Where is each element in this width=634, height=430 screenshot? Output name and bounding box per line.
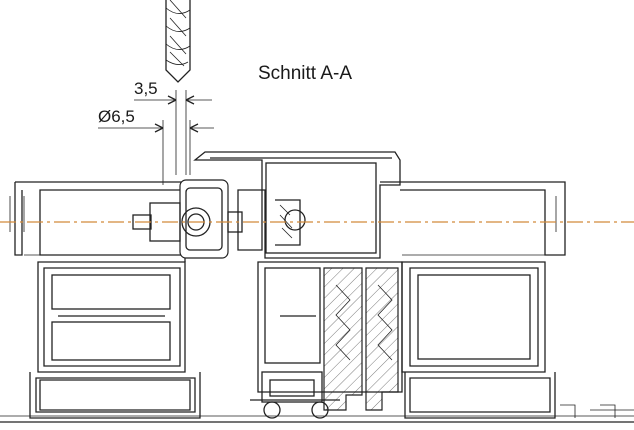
center-frame [193, 151, 403, 419]
drill-bit [165, 0, 191, 83]
dimension-lines [98, 90, 214, 185]
section-title: Schnitt A-A [258, 63, 352, 84]
right-sash-profile [380, 181, 566, 419]
hardware-assembly [132, 179, 306, 259]
dimension-label-diameter: Ø6,5 [98, 107, 135, 126]
left-sash-profile [9, 181, 201, 419]
dimension-label-depth: 3,5 [134, 79, 158, 98]
bottom-edge [0, 404, 634, 423]
